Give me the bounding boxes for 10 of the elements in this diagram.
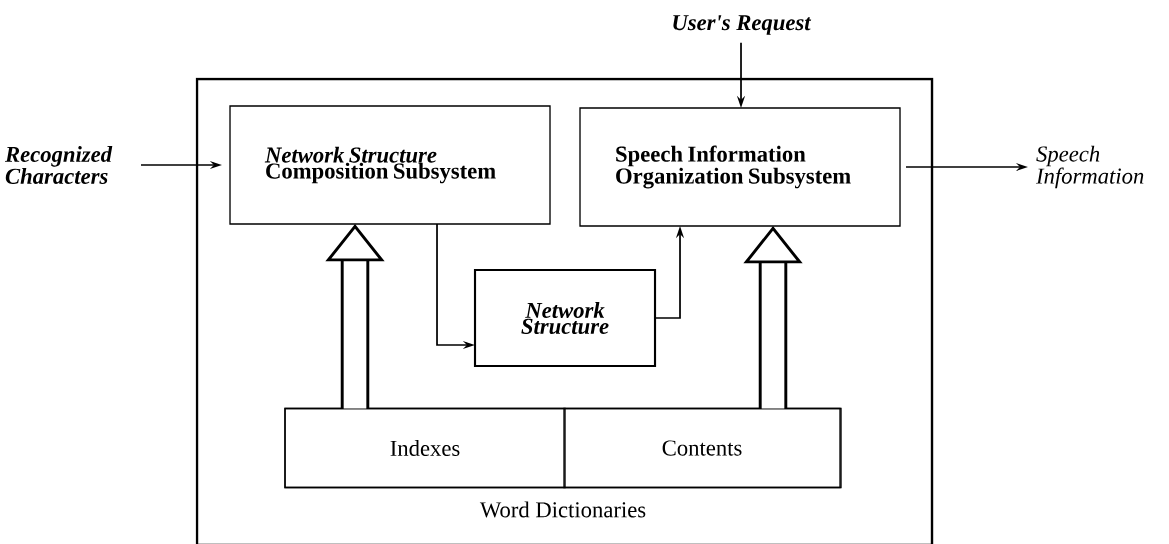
data-box: Network Structure [473,268,657,368]
table-cell: Indexes [284,407,566,489]
system-frame [195,77,934,544]
output-label: Speech Information [1035,145,1144,189]
subsystem-box: Speech Information Organization Subsystem [579,107,901,227]
input-label: Recognized Characters [4,146,113,184]
input-label: User's Request [673,15,812,35]
subsystem-box: Network Structure Composition Subsystem [229,105,551,225]
node-label: Word Dictionaries [479,501,646,518]
table-cell: Contents [563,407,841,489]
